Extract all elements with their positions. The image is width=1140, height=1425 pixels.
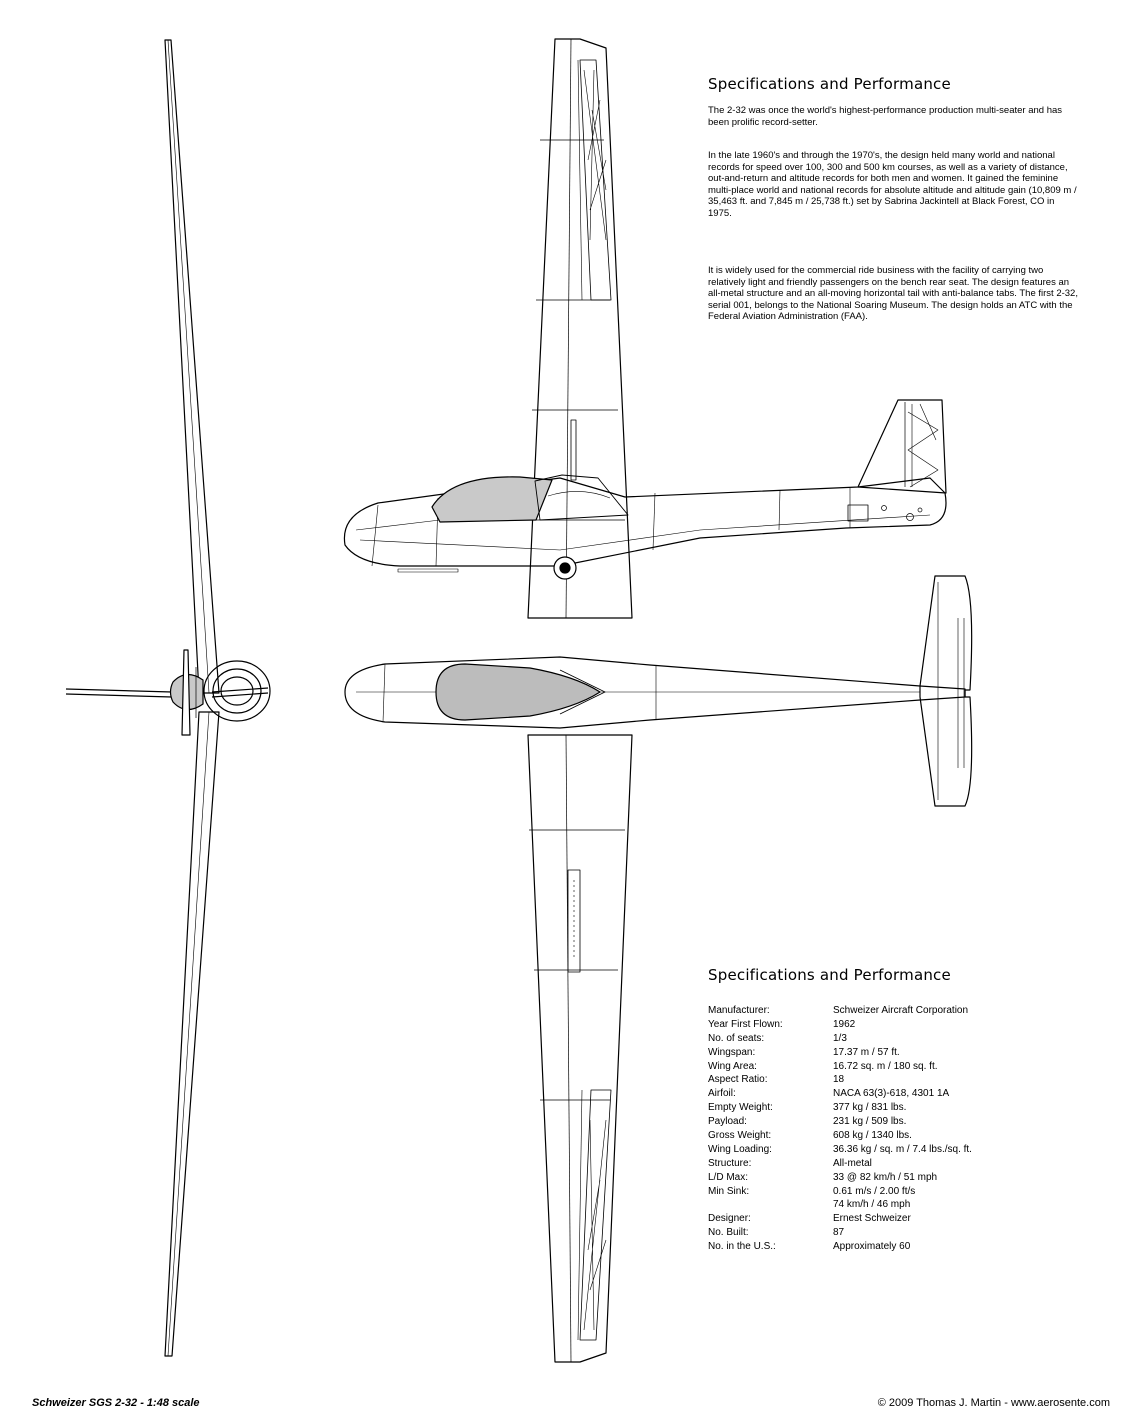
spec-row: Wing Loading: 36.36 kg / sq. m / 7.4 lbs.… [708,1143,972,1157]
spec-value: 17.37 m / 57 ft. [833,1046,900,1058]
spec-value: Approximately 60 [833,1241,911,1253]
spec-label: Payload: [708,1116,747,1128]
spec-value: 33 @ 82 km/h / 51 mph [833,1171,938,1183]
spec-paragraph-2: In the late 1960's and through the 1970'… [708,150,1077,219]
spec-value: 608 kg / 1340 lbs. [833,1130,912,1142]
footer-copyright: © 2009 Thomas J. Martin - www.aerosente.… [877,1397,1110,1409]
side-view [343,399,947,580]
spec-paragraph-3: It is widely used for the commercial rid… [708,265,1078,323]
spec-value: Ernest Schweizer [833,1213,911,1225]
spec-value: All-metal [833,1157,872,1169]
spec-value: 87 [833,1227,845,1239]
spec-row: Structure: All-metal [708,1157,972,1171]
spec-label: Aspect Ratio: [708,1074,768,1086]
spec-label: Year First Flown: [708,1018,783,1030]
spec-label: Min Sink: [708,1185,750,1197]
footer-scale-caption: Schweizer SGS 2-32 - 1:48 scale [32,1397,200,1409]
spec-row: 74 km/h / 46 mph [708,1198,972,1212]
spec-row: Min Sink: 0.61 m/s / 2.00 ft/s [708,1185,972,1199]
top-view-fuselage [344,575,973,807]
spec-label: Manufacturer: [708,1005,770,1016]
spec-value: NACA 63(3)-618, 4301 1A [833,1088,950,1100]
spec-row: Wing Area: 16.72 sq. m / 180 sq. ft. [708,1060,972,1074]
spec-row: Manufacturer: Schweizer Aircraft Corporat… [708,1004,972,1018]
spec-row: Year First Flown: 1962 [708,1018,972,1032]
spec-label: Airfoil: [708,1088,736,1100]
spec-row: Wingspan: 17.37 m / 57 ft. [708,1046,972,1060]
spec-value: 0.61 m/s / 2.00 ft/s [833,1185,916,1197]
spec-title-bottom: Specifications and Performance [708,966,951,984]
spec-label: No. of seats: [708,1032,765,1044]
spec-paragraph-1: The 2-32 was once the world's highest-pe… [708,105,1063,128]
top-view-wing [527,38,633,1363]
spec-value: Schweizer Aircraft Corporation [833,1005,969,1016]
spec-label [708,1198,833,1212]
spec-value: 231 kg / 509 lbs. [833,1116,907,1128]
spec-row: Payload: 231 kg / 509 lbs. [708,1115,972,1129]
spec-value: 1962 [833,1018,856,1030]
spec-row: No. in the U.S.: Approximately 60 [708,1240,972,1254]
spec-row: No. of seats: 1/3 [708,1032,972,1046]
spec-label: Gross Weight: [708,1130,772,1142]
spec-label: Wing Area: [708,1060,757,1072]
spec-label: No. Built: [708,1227,749,1239]
spec-row: Gross Weight: 608 kg / 1340 lbs. [708,1129,972,1143]
spec-row: Empty Weight: 377 kg / 831 lbs. [708,1101,972,1115]
spec-label: L/D Max: [708,1171,749,1183]
spec-value: 36.36 kg / sq. m / 7.4 lbs./sq. ft. [833,1143,972,1155]
spec-value: 1/3 [833,1032,847,1044]
spec-label: Empty Weight: [708,1102,773,1114]
spec-row: Aspect Ratio: 18 [708,1073,972,1087]
spec-row: Airfoil: NACA 63(3)-618, 4301 1A [708,1087,972,1101]
spec-label: Designer: [708,1213,751,1225]
spec-value: 377 kg / 831 lbs. [833,1102,907,1114]
spec-row: No. Built: 87 [708,1226,972,1240]
spec-value: 74 km/h / 46 mph [833,1199,911,1211]
spec-title-top: Specifications and Performance [708,75,951,93]
spec-label: Structure: [708,1157,752,1169]
spec-value: 16.72 sq. m / 180 sq. ft. [833,1060,938,1072]
spec-label: Wingspan: [708,1046,756,1058]
spec-label: Wing Loading: [708,1143,772,1155]
spec-table: Manufacturer: Schweizer Aircraft Corporat… [708,1004,972,1254]
front-view [65,39,271,1357]
spec-value: 18 [833,1074,845,1086]
spec-row: L/D Max: 33 @ 82 km/h / 51 mph [708,1171,972,1185]
spec-label: No. in the U.S.: [708,1241,776,1253]
spec-row: Designer: Ernest Schweizer [708,1212,972,1226]
